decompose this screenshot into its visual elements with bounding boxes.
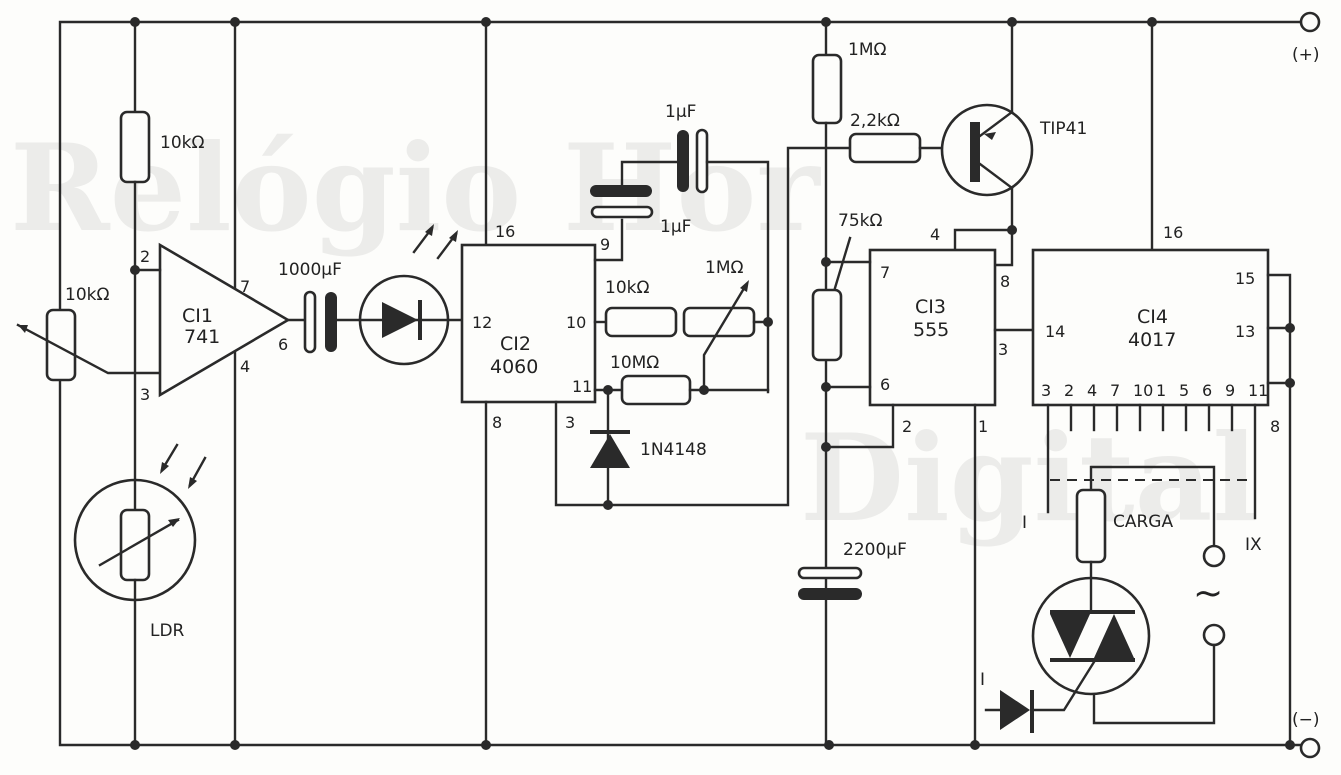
resistor-10m-label: 10MΩ <box>610 353 659 373</box>
ic-ci3-555 <box>868 248 997 407</box>
ci3-part: 555 <box>913 319 949 341</box>
light-out-arrows-icon <box>412 224 458 260</box>
ci4-pin-16: 16 <box>1163 223 1183 242</box>
ic-ci2-4060 <box>460 243 597 404</box>
capacitor-1uf-a <box>677 130 689 192</box>
ci4-output-pin-label: 11 <box>1248 381 1268 400</box>
resistor-10k-top-label: 10kΩ <box>160 133 204 153</box>
ci4-pin-14: 14 <box>1045 322 1065 341</box>
ci1-pin-6: 6 <box>278 335 288 354</box>
ci4-output-pin-label: 4 <box>1087 381 1097 400</box>
triac-input-label: I <box>980 670 985 690</box>
ci2-pin-11: 11 <box>572 377 592 396</box>
ci3-pin-3: 3 <box>998 340 1008 359</box>
switch-first-label: I <box>1022 513 1027 533</box>
ci1-part: 741 <box>184 326 220 348</box>
ci2-name: CI2 <box>500 333 531 355</box>
positive-terminal-label: (+) <box>1292 45 1320 65</box>
ci3-pin-7: 7 <box>880 263 890 282</box>
load-label: CARGA <box>1113 512 1173 532</box>
ci1-pin-2: 2 <box>140 247 150 266</box>
resistor-1m-label: 1MΩ <box>848 40 886 60</box>
ci2-pin-9: 9 <box>600 235 610 254</box>
ci1-pin-3: 3 <box>140 385 150 404</box>
potentiometer-arrow-icon <box>18 325 28 333</box>
ci4-output-pin-label: 6 <box>1202 381 1212 400</box>
ci2-pin-8: 8 <box>492 413 502 432</box>
ci3-pin-8: 8 <box>1000 272 1010 291</box>
ac-terminal-bottom <box>1202 623 1226 647</box>
resistor-10k-label: 10kΩ <box>605 278 649 298</box>
ci4-pin-8: 8 <box>1270 417 1280 436</box>
positive-rail <box>58 20 1302 377</box>
ci4-output-pin-label: 3 <box>1041 381 1051 400</box>
ac-symbol-icon: ~ <box>1193 573 1223 614</box>
ci1-pin-4: 4 <box>240 357 250 376</box>
ci4-output-pin-label: 9 <box>1225 381 1235 400</box>
transistor-tip41-label: TIP41 <box>1039 119 1087 139</box>
resistor-10k-top <box>119 110 151 184</box>
positive-terminal <box>1299 11 1321 33</box>
ci3-pin-4: 4 <box>930 225 940 244</box>
capacitor-1uf-a-label: 1µF <box>665 102 696 122</box>
ci3-pin-1: 1 <box>978 417 988 436</box>
ci4-name: CI4 <box>1137 306 1168 328</box>
ci2-pin-10: 10 <box>566 313 586 332</box>
capacitor-1000uf-label: 1000µF <box>278 260 342 280</box>
resistor-10k <box>604 306 678 338</box>
negative-terminal <box>1299 737 1321 759</box>
ci2-pin-3: 3 <box>565 413 575 432</box>
ci4-output-pin-label: 10 <box>1133 381 1153 400</box>
capacitor-1uf-b-label: 1µF <box>660 217 691 237</box>
resistor-10m <box>620 374 692 406</box>
diode-1n4148-label: 1N4148 <box>640 440 707 460</box>
negative-rail <box>58 373 1302 747</box>
ac-terminal-top <box>1202 544 1226 568</box>
load-carga <box>1075 488 1107 564</box>
capacitor-2200uf <box>797 566 863 580</box>
ci3-pin-2: 2 <box>902 417 912 436</box>
ci1-name: CI1 <box>182 305 213 327</box>
capacitor-1uf-b <box>590 205 654 219</box>
ci4-pin-15: 15 <box>1235 269 1255 288</box>
diode-triac-gate <box>1000 690 1030 730</box>
ci4-part: 4017 <box>1128 329 1176 351</box>
ci4-pin-13: 13 <box>1235 322 1255 341</box>
opamp-ci1 <box>158 242 291 398</box>
potentiometer-1m-label: 1MΩ <box>705 258 743 278</box>
ci3-name: CI3 <box>915 296 946 318</box>
ci3-pin-6: 6 <box>880 375 890 394</box>
ci2-pin-16: 16 <box>495 222 515 241</box>
diode-1n4148 <box>590 434 630 468</box>
switch-last-label: IX <box>1245 535 1262 555</box>
resistor-2k2-label: 2,2kΩ <box>850 111 900 131</box>
potentiometer-10k-label: 10kΩ <box>65 285 109 305</box>
light-in-arrows-icon <box>160 443 207 489</box>
ci4-output-pin-label: 1 <box>1156 381 1166 400</box>
transistor-tip41 <box>940 103 1034 197</box>
negative-terminal-label: (−) <box>1292 710 1320 730</box>
ci2-pin-12: 12 <box>472 313 492 332</box>
watermark-line-2: Digital <box>800 408 1258 549</box>
potentiometer-10k <box>45 308 77 382</box>
ci1-pin-7: 7 <box>240 277 250 296</box>
capacitor-2200uf-label: 2200µF <box>843 540 907 560</box>
potentiometer-75k <box>811 288 843 362</box>
ci2-part: 4060 <box>490 356 538 378</box>
triac <box>1031 576 1151 696</box>
ci4-output-pin-label: 2 <box>1064 381 1074 400</box>
resistor-1m <box>811 53 843 125</box>
ldr-label: LDR <box>150 621 185 641</box>
capacitor-1000uf <box>303 290 317 354</box>
potentiometer-75k-label: 75kΩ <box>838 211 882 231</box>
ci4-output-pin-label: 7 <box>1110 381 1120 400</box>
resistor-2k2 <box>848 132 922 164</box>
ci4-output-pin-label: 5 <box>1179 381 1189 400</box>
